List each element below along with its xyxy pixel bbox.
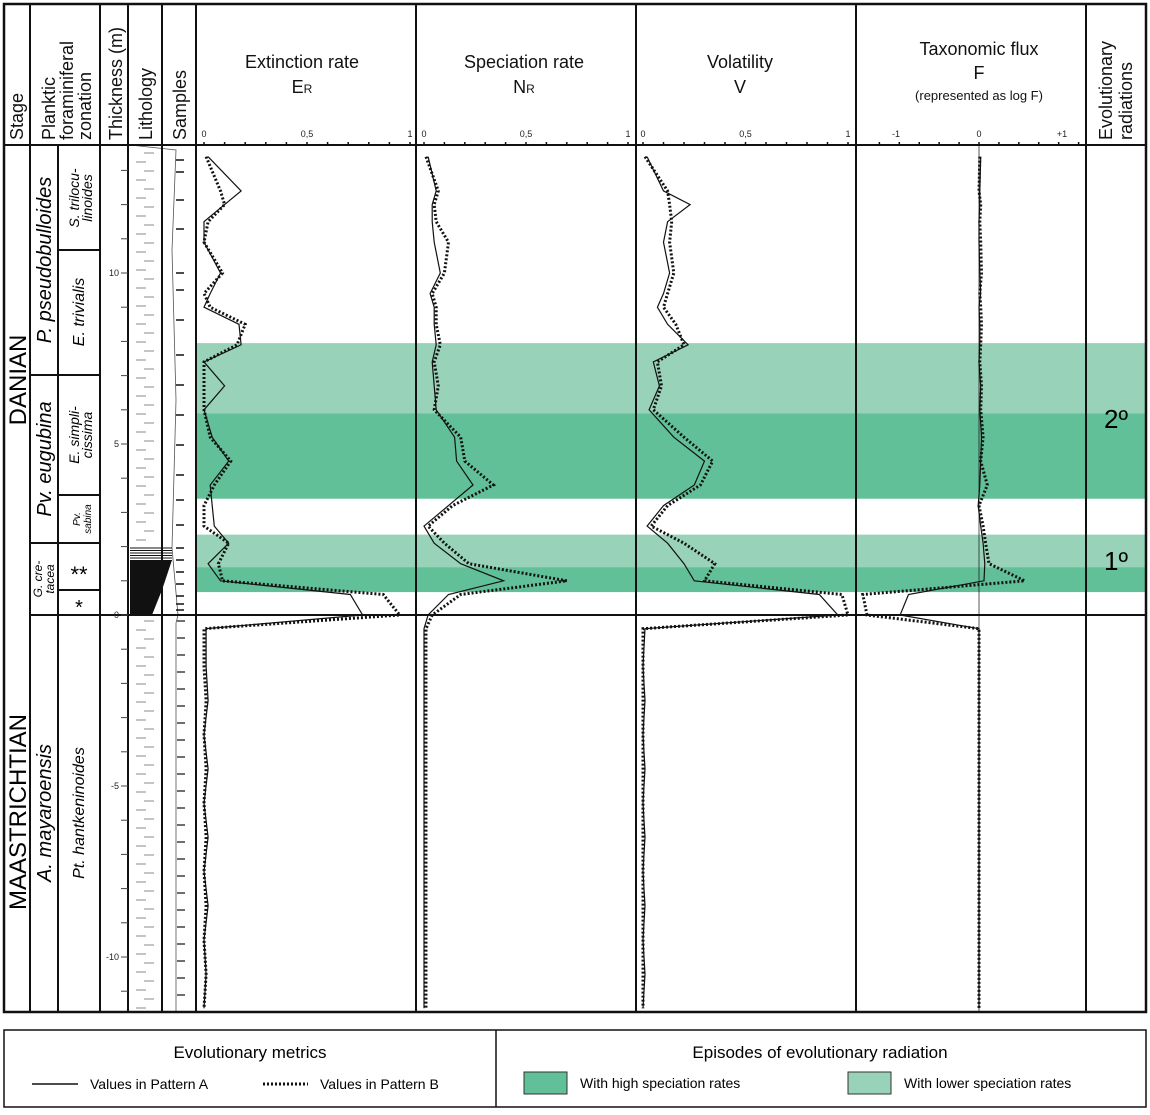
subzone-e-simpli-2: cissima [79,411,95,458]
zone-a-mayaroensis: A. mayaroensis [34,744,56,883]
y-tick-label: -10 [106,952,119,962]
series-line-pattern-b [424,156,568,1009]
series-line-pattern-a [423,156,506,1009]
panel-symbol-volatility: V [734,77,746,97]
header-lithology: Lithology [136,68,156,140]
zone-p-pseudobulloides: P. pseudobulloides [34,177,56,343]
panel-title-volatility: Volatility [707,52,773,72]
x-tick-label: 0 [640,129,645,139]
y-tick-label: 10 [109,268,119,278]
lithology-column [129,144,185,1013]
legend-swatch-high [523,1071,568,1095]
legend-metrics-title: Evolutionary metrics [173,1043,326,1062]
zone-g-cretacea-1: G. cre- [31,561,45,598]
frame-border [2,2,1148,1014]
x-tick-label: 1 [845,129,850,139]
legend: Evolutionary metrics Values in Pattern A… [3,1029,1147,1108]
x-tick-label: +1 [1057,129,1067,139]
x-tick-label: 1 [407,129,412,139]
panel-title-flux: Taxonomic flux [919,39,1038,59]
header-thickness: Thickness (m) [106,27,126,140]
legend-box [3,1029,1147,1108]
radiation-bands [196,343,1146,593]
x-tick-label: 0 [201,129,206,139]
stage-danian: DANIAN [5,335,32,426]
legend-label-low: With lower speciation rates [904,1075,1071,1091]
radiation-band-low [196,534,1146,568]
x-tick-label: 1 [625,129,630,139]
panel-symbol-extinction: ER [292,77,313,97]
radiation-second: 2º [1104,404,1128,434]
header-evo-2: radiations [1116,62,1136,140]
header-zonation-1: Planktic [39,77,59,140]
panel-note-flux: (represented as log F) [915,88,1043,103]
header-samples: Samples [170,70,190,140]
stage-maastrichtian: MAASTRICHTIAN [5,714,32,910]
panel-symbol-speciation: NR [513,77,535,97]
y-tick-label: 5 [114,439,119,449]
radiation-band-high [196,413,1146,499]
subzone-s-trilocu-1: S. trilocu- [66,168,82,227]
x-tick-label: 0,5 [520,129,533,139]
x-tick-label: 0 [976,129,981,139]
y-tick-label: -5 [111,781,119,791]
legend-label-high: With high speciation rates [580,1075,740,1091]
legend-swatch-low [847,1071,892,1095]
panel-title-extinction: Extinction rate [245,52,359,72]
subzone-e-simpli-1: E. simpli- [66,406,82,464]
subzone-pt-hantkeninoides: Pt. hantkeninoides [71,747,88,879]
header-stage: Stage [7,93,27,140]
legend-episodes-title: Episodes of evolutionary radiation [692,1043,947,1062]
header-evo-1: Evolutionary [1096,41,1116,140]
panel-symbol-flux: F [974,63,985,83]
series-line-pattern-a [642,156,840,1009]
series-line-pattern-b [202,156,403,1009]
x-tick-label: 0,5 [301,129,314,139]
x-tick-label: 0,5 [739,129,752,139]
x-tick-label: -1 [892,129,900,139]
subzone-pv-sabina-2: sabina [83,504,94,534]
legend-label-b: Values in Pattern B [320,1076,439,1092]
frame-lines [2,2,1148,1014]
zone-g-cretacea-2: tacea [43,564,57,594]
subzone-double-star: ** [70,562,88,587]
y-tick-label: 0 [114,610,119,620]
subzone-star: * [75,597,83,619]
legend-label-a: Values in Pattern A [90,1076,209,1092]
subzone-e-trivialis: E. trivialis [71,278,88,346]
subzone-pv-sabina-1: Pv. [72,512,83,526]
header-zonation-3: zonation [75,72,95,140]
x-tick-label: 0 [421,129,426,139]
radiation-first: 1º [1104,546,1128,576]
subzone-s-trilocu-2: linoides [79,174,95,221]
radiation-band-high [196,567,1146,593]
panel-title-speciation: Speciation rate [464,52,584,72]
header-zonation-2: foraminiferal [57,41,77,140]
radiation-band-low [196,343,1146,414]
zone-pv-eugubina: Pv. eugubina [34,401,56,516]
